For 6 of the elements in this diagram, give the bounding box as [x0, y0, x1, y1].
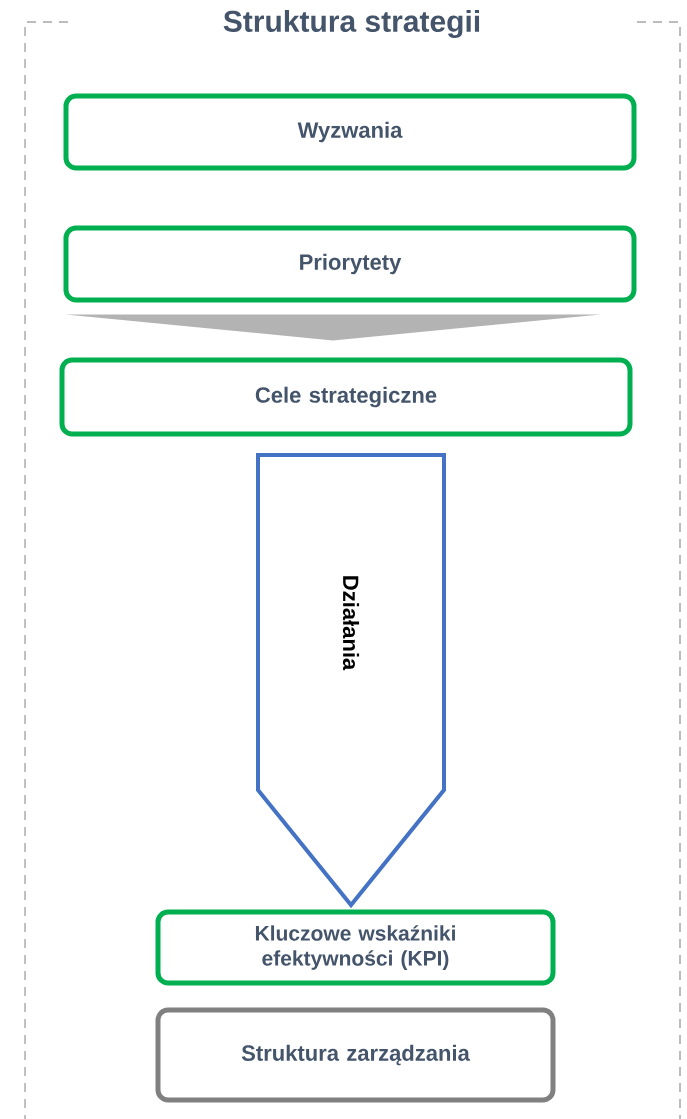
process-box: Cele strategiczne: [59, 357, 633, 437]
frame-heading: Struktura strategii: [223, 9, 480, 39]
process-box: Priorytety: [63, 225, 637, 303]
process-box: Kluczowe wskaźniki efektywności (KPI): [155, 909, 556, 986]
governance-box: Struktura zarządzania: [155, 1007, 556, 1103]
process-box: Wyzwania: [63, 93, 637, 171]
